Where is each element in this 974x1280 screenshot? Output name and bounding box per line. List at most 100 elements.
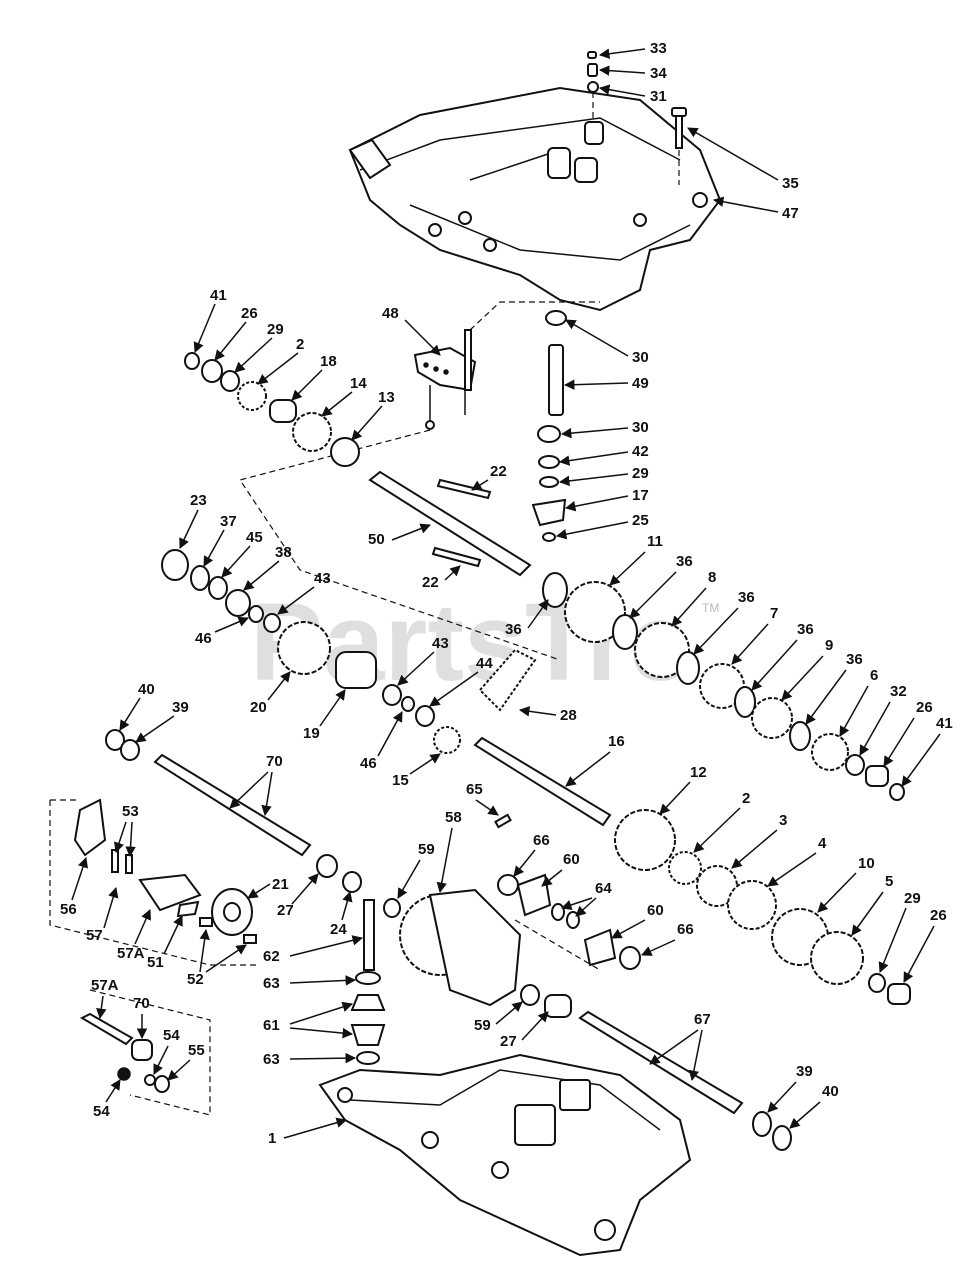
label-60b: 59: [474, 1017, 491, 1034]
label-29c: 29: [904, 890, 921, 907]
top-plug-stack: [587, 51, 599, 122]
label-46a: 46: [195, 630, 212, 647]
right-gear-stack: [542, 572, 905, 801]
label-44: 44: [476, 655, 493, 672]
label-36d: 36: [797, 621, 814, 638]
label-43a: 43: [314, 570, 331, 587]
label-54a: 54: [163, 1027, 180, 1044]
label-61b: 60: [647, 902, 664, 919]
label-64b: 63: [263, 1051, 280, 1068]
bolt-35: [671, 107, 687, 185]
label-36c: 36: [505, 621, 522, 638]
label-61a: 60: [563, 851, 580, 868]
label-50: 50: [368, 531, 385, 548]
label-5: 5: [885, 873, 893, 890]
label-31: 31: [650, 88, 667, 105]
label-46b: 46: [360, 755, 377, 772]
washer-60-upper: [383, 898, 401, 918]
label-59: 58: [445, 809, 462, 826]
label-65: 64: [595, 880, 612, 897]
label-20: 20: [250, 699, 267, 716]
label-62: 61: [263, 1017, 280, 1034]
label-58: 57A: [117, 945, 145, 962]
label-48: 48: [382, 305, 399, 322]
label-27b: 27: [500, 1033, 517, 1050]
label-41a: 41: [210, 287, 227, 304]
label-37: 37: [220, 513, 237, 530]
part-labels: 33 34 31 35 47 48 30 49 30 42 29 17 25 4…: [60, 40, 953, 1147]
label-40b: 40: [822, 1083, 839, 1100]
label-63: 62: [263, 948, 280, 965]
label-2b: 2: [742, 790, 750, 807]
shift-fork-assembly: [413, 329, 477, 430]
label-35: 35: [782, 175, 799, 192]
label-57: 57: [86, 927, 103, 944]
washer-60-lower: [520, 984, 540, 1006]
label-70: 70: [133, 995, 150, 1012]
label-64a: 63: [263, 975, 280, 992]
label-7: 7: [770, 605, 778, 622]
bushing-27-lower: [544, 994, 572, 1018]
shaft-49-stack: [531, 310, 567, 542]
label-22a: 22: [490, 463, 507, 480]
label-32: 32: [890, 683, 907, 700]
label-26b: 26: [916, 699, 933, 716]
label-54b: 54: [93, 1103, 110, 1120]
bolt-57A-group: [79, 989, 211, 1116]
label-23: 23: [190, 492, 207, 509]
label-36a: 36: [676, 553, 693, 570]
label-55: 55: [188, 1042, 205, 1059]
upper-housing: [348, 86, 722, 312]
label-11: 11: [647, 533, 663, 550]
label-60a: 59: [418, 841, 435, 858]
label-13: 13: [378, 389, 395, 406]
label-6: 6: [870, 667, 878, 684]
label-14: 14: [350, 375, 367, 392]
label-49: 49: [632, 375, 649, 392]
label-22b: 22: [422, 574, 439, 591]
label-67a: 66: [533, 832, 550, 849]
label-41b: 41: [936, 715, 953, 732]
washer-27: [316, 854, 338, 878]
label-26a: 26: [241, 305, 258, 322]
label-25: 25: [632, 512, 649, 529]
upper-left-gear-stack: [184, 352, 360, 467]
shaft-68: [578, 1010, 744, 1115]
label-30a: 30: [632, 349, 649, 366]
label-1: 1: [268, 1130, 276, 1147]
label-8: 8: [708, 569, 716, 586]
label-42: 42: [632, 443, 649, 460]
bushing-39: [752, 1111, 772, 1137]
label-3: 3: [779, 812, 787, 829]
label-34: 34: [650, 65, 667, 82]
label-12: 12: [690, 764, 707, 781]
label-21: 21: [272, 876, 289, 893]
label-17: 17: [632, 487, 649, 504]
label-33: 33: [650, 40, 667, 57]
chain-28: [478, 648, 537, 712]
label-10: 10: [858, 855, 875, 872]
label-19: 19: [303, 725, 320, 742]
shaft-69-stack: [105, 729, 312, 857]
brake-bracket-group: [49, 798, 260, 966]
shaft-50: [368, 470, 532, 577]
label-66: 65: [466, 781, 483, 798]
label-57A: 57A: [91, 977, 119, 994]
label-53: 53: [122, 803, 139, 820]
bevel-gear-group: [494, 813, 641, 971]
bushing-40: [772, 1125, 792, 1151]
label-36b: 36: [738, 589, 755, 606]
label-51: 51: [147, 954, 164, 971]
label-69: 70: [266, 753, 283, 770]
label-28: 28: [560, 707, 577, 724]
label-67b: 66: [677, 921, 694, 938]
label-2a: 2: [296, 336, 304, 353]
differential-pin-stack: [350, 899, 386, 1065]
label-47: 47: [782, 205, 799, 222]
label-9: 9: [825, 637, 833, 654]
label-29b: 29: [267, 321, 284, 338]
lower-housing: [318, 1053, 692, 1257]
label-43b: 43: [432, 635, 449, 652]
watermark-tm: TM: [702, 601, 719, 615]
